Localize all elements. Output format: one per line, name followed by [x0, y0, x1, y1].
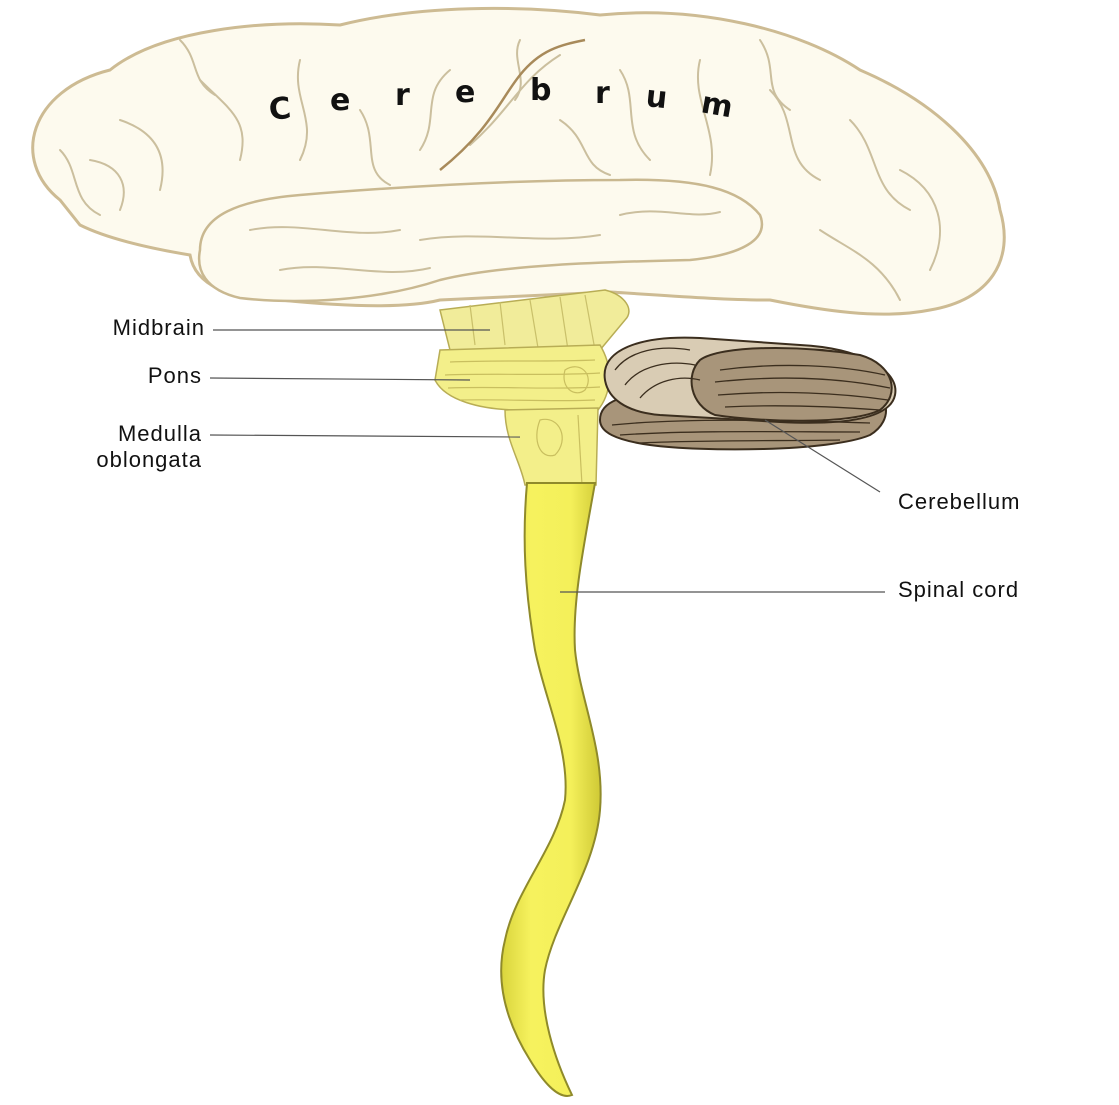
- medulla-label-line1: Medulla: [20, 422, 202, 446]
- medulla-label-line2: oblongata: [20, 448, 202, 472]
- cerebrum-letter: C: [267, 91, 293, 128]
- cerebrum-letter: r: [595, 76, 610, 111]
- cerebrum-letter: r: [395, 78, 410, 113]
- medulla-leader-line: [210, 435, 520, 437]
- cerebrum: [33, 8, 1005, 314]
- cerebrum-letter: m: [699, 85, 736, 125]
- pons-leader-line: [210, 378, 470, 380]
- pons-shape: [435, 345, 609, 410]
- cerebrum-letter: u: [644, 79, 669, 116]
- cerebrum-letter: e: [330, 83, 350, 118]
- cerebellum-shape: [600, 338, 895, 450]
- medulla-shape: [505, 408, 598, 485]
- cerebrum-letter: b: [530, 73, 551, 108]
- midbrain-label: Midbrain: [20, 316, 205, 340]
- cerebrum-letter: e: [455, 75, 475, 110]
- spinal-cord-label: Spinal cord: [898, 578, 1019, 602]
- pons-label: Pons: [20, 364, 202, 388]
- cerebellum-label: Cerebellum: [898, 490, 1021, 514]
- spinal-cord-shape: [501, 483, 600, 1096]
